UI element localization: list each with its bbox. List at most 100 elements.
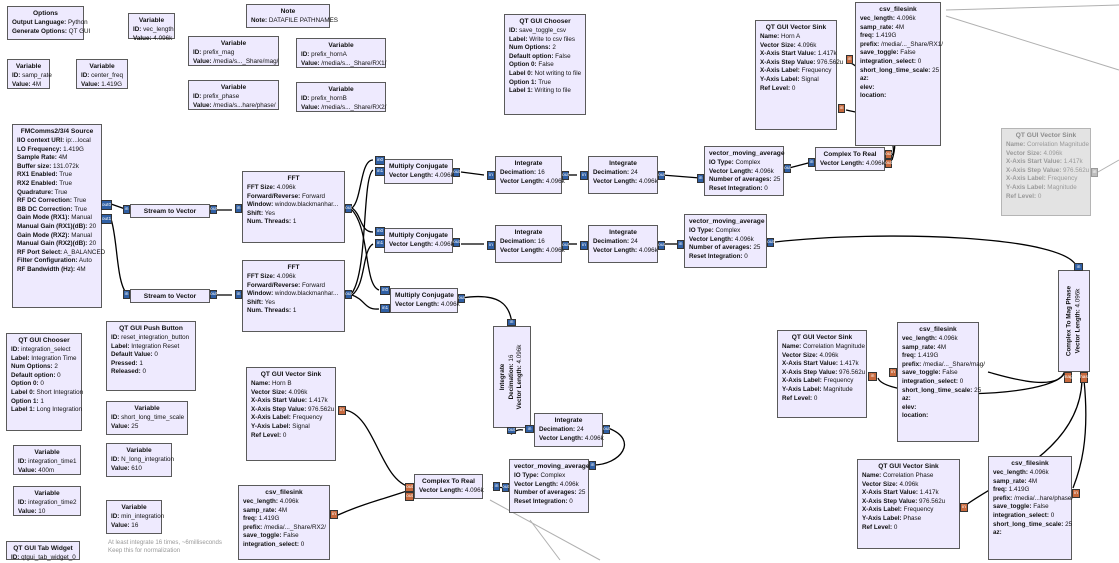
port-out[interactable]: out [405,492,414,501]
port-in[interactable]: in [235,204,242,213]
port-in[interactable]: in [487,241,495,250]
port-in[interactable]: in [846,55,853,64]
port-out[interactable]: out [562,171,569,180]
port-out[interactable]: out [562,241,569,250]
port-out[interactable]: out [885,159,892,168]
port-phase[interactable]: phase [1077,372,1091,383]
port-in[interactable]: in [677,240,684,249]
port-in[interactable]: in [487,171,495,180]
port-out[interactable]: out [210,205,217,214]
port-out[interactable]: out [603,425,610,434]
port-in[interactable]: in [123,205,130,214]
port-in[interactable]: in [235,290,242,299]
port-in1[interactable]: in1 [375,239,385,248]
port-in0[interactable]: in0 [375,156,385,165]
port-in[interactable]: in [889,368,897,377]
port-in0[interactable]: in0 [375,227,385,236]
port-out[interactable]: out [885,150,892,159]
port-in[interactable]: in [525,425,534,433]
port-in[interactable]: in [808,158,815,167]
port-in[interactable]: in [493,482,500,491]
port-in[interactable]: in [1091,168,1098,177]
port-in[interactable]: in [960,503,968,512]
port-in[interactable]: in [507,319,516,326]
port-in[interactable]: in [1072,489,1080,498]
port-out[interactable]: out [658,171,665,180]
port-in[interactable]: in [697,174,704,183]
port-mag[interactable]: mag [1063,372,1073,383]
port-in[interactable]: in [589,461,596,470]
port-out[interactable]: out [345,204,352,213]
port-out[interactable]: out [658,241,665,250]
port-out[interactable]: out [784,164,791,173]
port-in[interactable]: in [338,406,346,415]
port-out[interactable]: out [453,238,460,247]
port-out[interactable]: out [453,168,460,177]
port-out[interactable]: out [507,427,516,434]
port-in[interactable]: in [838,104,845,113]
port-out[interactable]: out [405,483,414,492]
port-in[interactable]: in [123,290,130,299]
port-in1[interactable]: in1 [375,167,385,176]
port-in[interactable]: in [580,171,588,180]
port-in[interactable]: in [330,510,338,519]
port-out[interactable]: out [502,483,509,492]
port-in[interactable]: in [868,372,877,381]
port-out[interactable]: out [345,290,352,299]
port-out[interactable]: out [767,238,774,247]
port-in0[interactable]: in0 [380,286,390,295]
port-in[interactable]: in [1074,263,1083,271]
port-out1[interactable]: out1 [101,214,112,224]
port-out[interactable]: out [458,294,465,303]
port-in1[interactable]: in1 [380,304,390,313]
port-out[interactable]: out [210,290,217,299]
port-in[interactable]: in [580,241,588,250]
block-s2v-1[interactable]: Stream to Vector [130,204,210,218]
port-out0[interactable]: out0 [101,200,112,210]
block-s2v-2[interactable]: Stream to Vector [130,289,210,303]
